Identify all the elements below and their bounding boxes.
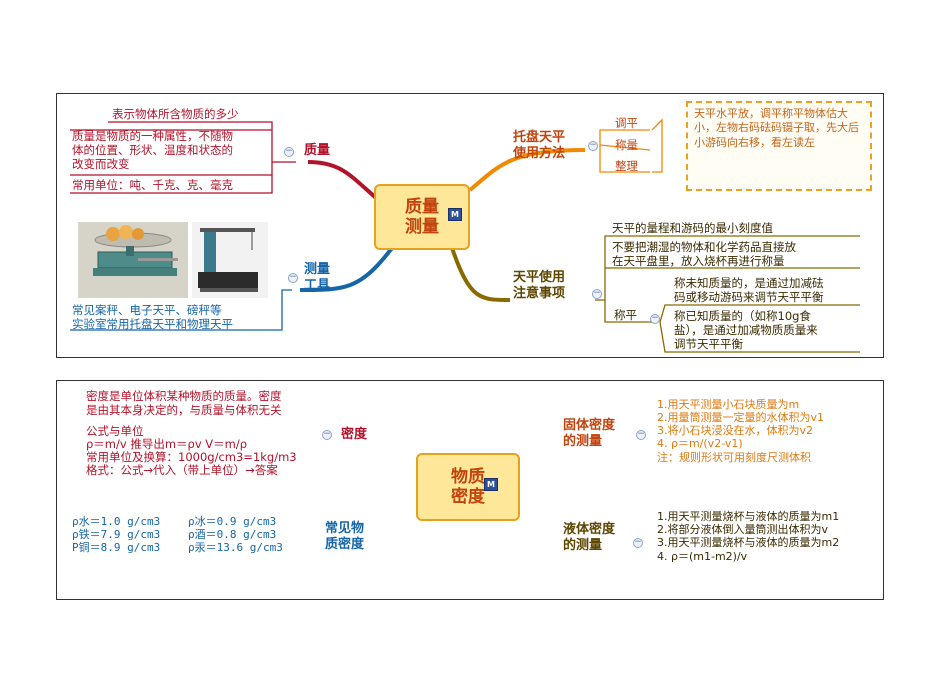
density-formula-line2: ρ＝m/v 推导出m＝ρv V＝m/ρ bbox=[86, 437, 248, 451]
density-formula-line1: 公式与单位 bbox=[86, 424, 144, 438]
density-alcohol: ρ酒＝0.8 g/cm3 bbox=[188, 528, 277, 541]
balance-rhyme-note: 天平水平放，调平称平物体估大小，左物右码砝码镊子取，先大后小游码向右移，看左读左 bbox=[686, 101, 872, 191]
balance-note-wet-line2: 在天平盘里，放入烧杯再进行称量 bbox=[612, 254, 785, 268]
central-topic-density[interactable]: 物质 密度 bbox=[416, 453, 520, 521]
branch-common-density-label-line1[interactable]: 常见物 bbox=[325, 521, 365, 536]
solid-step-note: 注：规则形状可用刻度尺测体积 bbox=[657, 451, 811, 464]
branch-solid-density-label-line2[interactable]: 的测量 bbox=[563, 434, 603, 449]
density-ice: ρ冰＝0.9 g/cm3 bbox=[188, 515, 277, 528]
central-topic-line2: 密度 bbox=[451, 487, 485, 507]
branch-tools-label-line1[interactable]: 测量 bbox=[304, 262, 331, 277]
liquid-step-2: 2.将部分液体倒入量筒测出体积为v bbox=[657, 523, 829, 536]
mass-property-line3: 改变而改变 bbox=[72, 157, 130, 171]
solid-step-1: 1.用天平测量小石块质量为m bbox=[657, 398, 800, 411]
solid-step-2: 2.用量筒测量一定量的水体积为v1 bbox=[657, 411, 825, 424]
branch-balance-notes-label-line1[interactable]: 天平使用 bbox=[513, 270, 566, 285]
balance-note-range: 天平的量程和游码的最小刻度值 bbox=[612, 221, 773, 235]
branch-balance-notes-label-line2[interactable]: 注意事项 bbox=[513, 286, 566, 301]
branch-liquid-density-label-line1[interactable]: 液体密度 bbox=[563, 522, 616, 537]
weigh-unknown-line2: 码或移动游码来调节天平平衡 bbox=[674, 290, 824, 304]
liquid-step-3: 3.用天平测量烧杯与液体的质量为m2 bbox=[657, 536, 840, 549]
branch-mass-label[interactable]: 质量 bbox=[304, 143, 331, 158]
density-water: ρ水＝1.0 g/cm3 bbox=[72, 515, 161, 528]
weigh-known-line2: 盐），是通过加减物质质量来 bbox=[674, 323, 818, 337]
beam-scale-image bbox=[192, 222, 268, 298]
balance-note-wet-line1: 不要把潮湿的物体和化学药品直接放 bbox=[612, 240, 796, 254]
step-level[interactable]: 调平 bbox=[615, 116, 638, 130]
branch-liquid-density-label-line2[interactable]: 的测量 bbox=[563, 538, 603, 553]
mass-units: 常用单位：吨、千克、克、毫克 bbox=[72, 178, 233, 192]
central-topic-line1: 质量 bbox=[405, 196, 439, 217]
mindmap-badge-icon[interactable]: M bbox=[484, 478, 498, 491]
tools-desc-line2: 实验室常用托盘天平和物理天平 bbox=[72, 317, 233, 331]
mass-property-line2: 体的位置、形状、温度和状态的 bbox=[72, 143, 233, 157]
branch-solid-density-label-line1[interactable]: 固体密度 bbox=[563, 418, 616, 433]
mass-property-line1: 质量是物质的一种属性，不随物 bbox=[72, 129, 233, 143]
collapse-liquid-icon[interactable]: − bbox=[633, 537, 643, 548]
density-mercury: ρ汞＝13.6 g/cm3 bbox=[188, 541, 283, 554]
platform-scale-image bbox=[78, 222, 188, 298]
collapse-solid-icon[interactable]: − bbox=[636, 429, 646, 440]
balance-weigh-label[interactable]: 称平 bbox=[614, 308, 637, 322]
central-topic-line2: 测量 bbox=[405, 217, 439, 237]
step-tidy[interactable]: 整理 bbox=[615, 159, 638, 173]
branch-balance-use-label-line1[interactable]: 托盘天平 bbox=[513, 130, 566, 145]
collapse-mass-icon[interactable]: − bbox=[284, 146, 294, 157]
tools-desc-line1: 常见案秤、电子天平、磅秤等 bbox=[72, 303, 222, 317]
mindmap-badge-icon[interactable]: M bbox=[448, 208, 462, 221]
density-iron: ρ铁＝7.9 g/cm3 bbox=[72, 528, 161, 541]
density-formula-line3: 常用单位及换算：1000g/cm3=1kg/m3 bbox=[86, 450, 297, 464]
weigh-known-line1: 称已知质量的（如称10g食 bbox=[674, 309, 811, 323]
collapse-tools-icon[interactable]: − bbox=[288, 272, 298, 283]
branch-balance-use-label-line2[interactable]: 使用方法 bbox=[513, 146, 566, 161]
density-copper: P铜＝8.9 g/cm3 bbox=[72, 541, 161, 554]
solid-step-3: 3.将小石块浸没在水，体积为v2 bbox=[657, 424, 814, 437]
central-topic-line1: 物质 bbox=[451, 466, 485, 487]
branch-common-density-label-line2[interactable]: 质密度 bbox=[325, 537, 365, 552]
density-definition-line2: 是由其本身决定的，与质量与体积无关 bbox=[86, 403, 282, 417]
collapse-weigh-icon[interactable]: − bbox=[650, 313, 660, 324]
branch-density-label[interactable]: 密度 bbox=[341, 427, 368, 442]
density-formula-line4: 格式：公式→代入（带上单位）→答案 bbox=[86, 463, 278, 477]
collapse-density-icon[interactable]: − bbox=[322, 429, 332, 440]
weigh-unknown-line1: 称未知质量的，是通过加减砝 bbox=[674, 276, 824, 290]
liquid-step-4: 4. ρ＝(m1-m2)/v bbox=[657, 550, 748, 563]
liquid-step-1: 1.用天平测量烧杯与液体的质量为m1 bbox=[657, 510, 840, 523]
weigh-known-line3: 调节天平平衡 bbox=[674, 337, 743, 351]
collapse-balance-notes-icon[interactable]: − bbox=[592, 288, 602, 299]
branch-tools-label-line2[interactable]: 工具 bbox=[304, 278, 331, 293]
step-weigh[interactable]: 称量 bbox=[615, 138, 638, 152]
solid-step-4: 4. ρ＝m/(v2-v1) bbox=[657, 437, 743, 450]
density-definition-line1: 密度是单位体积某种物质的质量。密度 bbox=[86, 389, 282, 403]
central-topic-mass-measurement[interactable]: 质量 测量 bbox=[374, 184, 470, 250]
collapse-balance-use-icon[interactable]: − bbox=[588, 140, 598, 151]
mass-definition: 表示物体所含物质的多少 bbox=[112, 107, 239, 121]
